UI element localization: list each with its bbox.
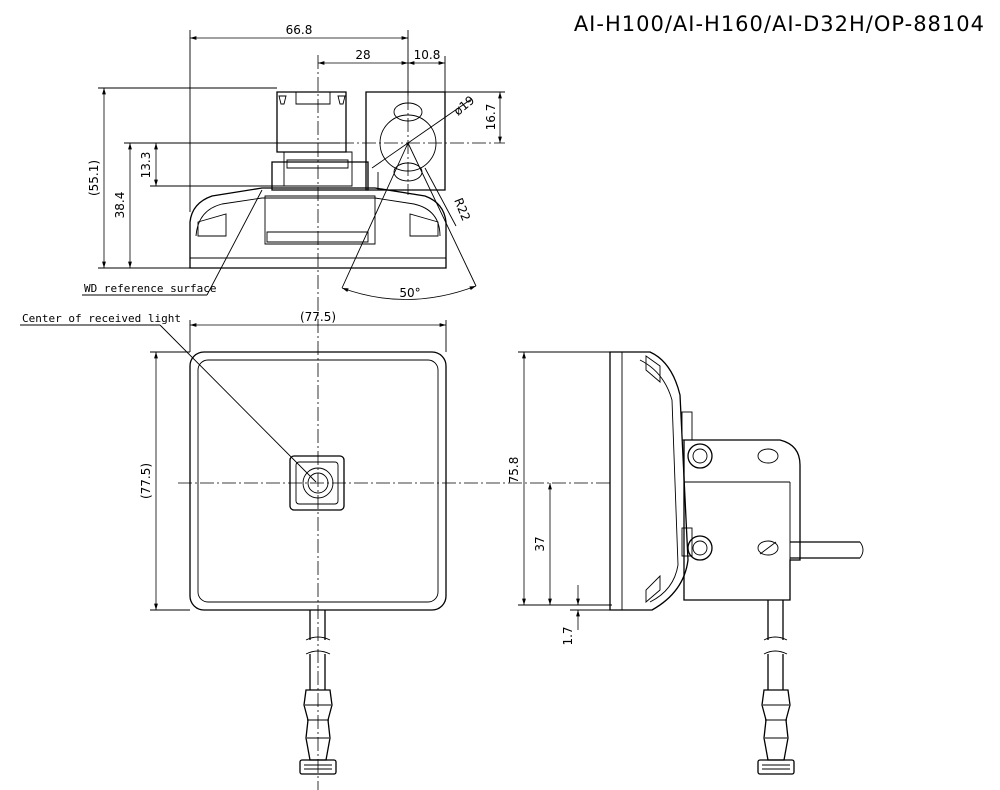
dim-top-offset: 28 (355, 48, 370, 62)
dim-bracket-offset: 13.3 (139, 152, 153, 179)
label-center-light: Center of received light (22, 312, 181, 325)
dim-overall-height: (55.1) (87, 160, 101, 196)
dim-side-height: 75.8 (507, 457, 521, 484)
top-view: 50° ø19 R22 66.8 28 10.8 16.7 (55.1) 38.… (82, 23, 505, 790)
dim-top-width: 66.8 (286, 23, 313, 37)
label-wd-reference: WD reference surface (84, 282, 216, 295)
dim-hole-diameter: ø19 (451, 93, 477, 118)
dim-radius: R22 (451, 196, 473, 223)
dim-angle: 50° (399, 286, 420, 300)
front-view: (77.5) Center of received light (77.5) (20, 310, 610, 775)
dim-front-height: (77.5) (139, 463, 153, 499)
dim-side-offset: 1.7 (561, 626, 575, 645)
side-view: 75.8 37 1.7 (507, 351, 864, 775)
dim-bracket-height: 16.7 (484, 104, 498, 131)
dim-top-bracket: 10.8 (414, 48, 441, 62)
drawing-title: AI-H100/AI-H160/AI-D32H/OP-88104 (574, 12, 985, 36)
dim-ref-height: 38.4 (113, 192, 127, 219)
dim-side-center: 37 (533, 536, 547, 551)
dim-front-width: (77.5) (300, 310, 336, 324)
